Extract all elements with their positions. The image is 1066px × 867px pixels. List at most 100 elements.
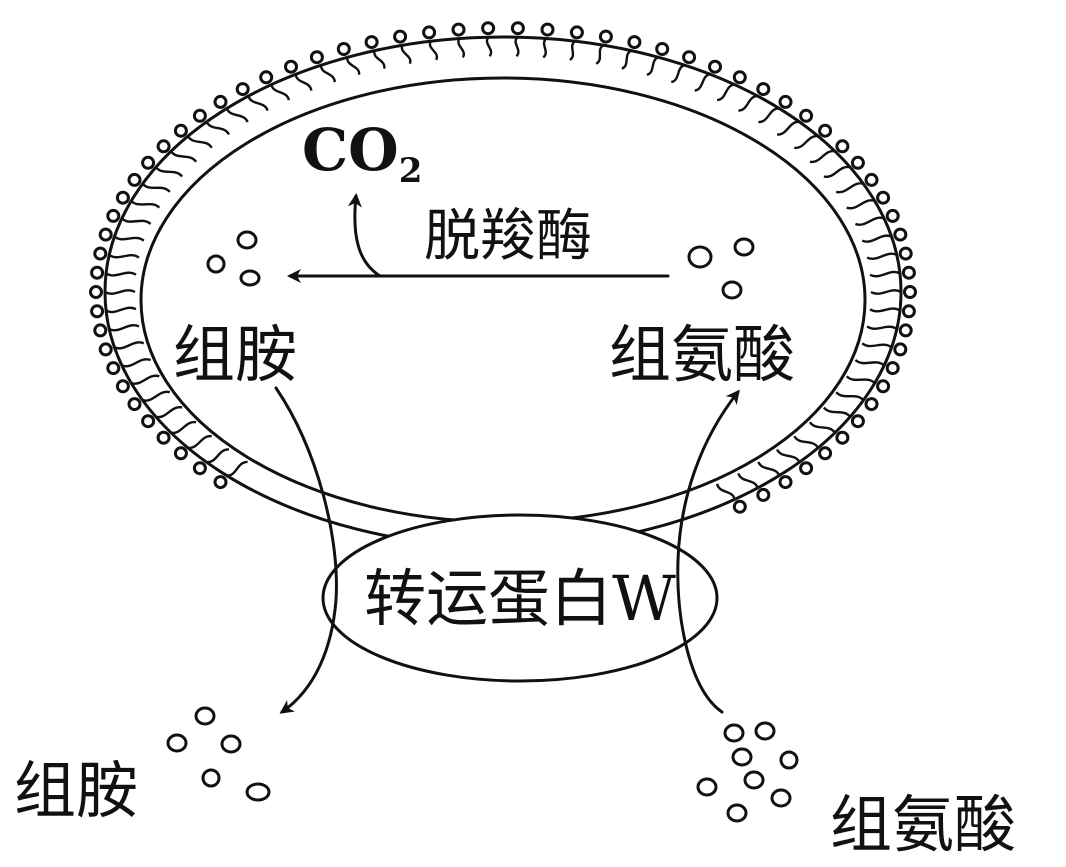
lipid-head xyxy=(93,323,108,338)
histidine-molecule xyxy=(731,747,753,767)
lipid-head xyxy=(89,285,103,299)
lipid-head xyxy=(569,25,584,40)
lipid-head xyxy=(259,70,274,85)
lipid-head xyxy=(364,35,379,50)
lipid-tail xyxy=(822,406,852,418)
lipid-tail xyxy=(716,83,735,102)
histidine-molecule xyxy=(770,788,792,808)
lipid-head xyxy=(90,265,105,280)
membrane-outer-line xyxy=(103,35,903,549)
lipid-tail xyxy=(869,307,901,313)
lipid-tail xyxy=(514,36,520,58)
lipid-tail xyxy=(835,182,864,194)
lipid-head xyxy=(98,227,113,242)
histamine-molecules-outside xyxy=(166,706,271,802)
lipid-tail xyxy=(595,44,605,65)
lipid-head xyxy=(93,246,108,261)
histamine-molecule xyxy=(206,254,226,274)
lipid-head xyxy=(893,342,908,357)
lipid-head xyxy=(336,42,351,56)
lipid-head xyxy=(192,461,207,476)
lipid-tail xyxy=(187,434,212,450)
lipid-head xyxy=(598,29,613,44)
transporter-w-ellipse xyxy=(321,513,719,683)
lipid-head xyxy=(885,208,900,223)
lipid-head xyxy=(682,50,697,65)
histamine-molecules-inside xyxy=(206,230,261,287)
lipid-tail xyxy=(870,289,902,295)
lipid-head xyxy=(818,446,833,461)
histidine-molecule xyxy=(733,237,755,257)
lipid-head xyxy=(708,59,722,74)
lipid-head xyxy=(213,94,228,109)
lipid-tail xyxy=(373,50,386,69)
lipid-tail xyxy=(846,199,876,210)
histamine-molecule xyxy=(236,230,258,250)
lipid-tail xyxy=(155,406,183,419)
lipid-tail xyxy=(715,483,736,500)
lipid-tail xyxy=(113,235,145,242)
histidine-molecules-inside xyxy=(687,237,755,300)
lipid-tail xyxy=(845,375,876,385)
lipid-tail xyxy=(757,461,781,477)
lipid-tail xyxy=(186,135,213,149)
lipid-tail xyxy=(121,358,152,368)
lipid-tail xyxy=(294,73,313,91)
lipid-tail xyxy=(485,36,493,57)
lipid-tail xyxy=(866,252,898,260)
lipid-head xyxy=(141,155,156,170)
lipid-head xyxy=(106,361,121,376)
lipid-head xyxy=(393,29,408,44)
lipid-tail xyxy=(114,341,145,350)
histamine-inside-label: 组胺 xyxy=(173,318,297,391)
histidine-molecule xyxy=(723,723,745,743)
lipid-head xyxy=(156,139,171,154)
lipid-head xyxy=(876,379,891,394)
histidine-inside-label: 组氨酸 xyxy=(609,318,795,391)
lipid-tail xyxy=(108,253,140,259)
lipid-head xyxy=(173,446,188,461)
lipid-head xyxy=(885,361,900,376)
lipid-tail xyxy=(646,56,660,76)
lipid-head xyxy=(127,397,142,412)
lipid-tail xyxy=(737,472,759,489)
lipid-head xyxy=(835,139,850,154)
lipid-head xyxy=(756,82,771,97)
histidine-molecule xyxy=(721,280,743,300)
lipid-tail xyxy=(105,306,137,314)
lipid-head xyxy=(901,304,916,319)
histamine-molecule xyxy=(220,734,242,754)
lipid-tail xyxy=(835,391,865,402)
lipid-head xyxy=(141,414,156,429)
lipid-head xyxy=(898,246,913,261)
cell-membrane xyxy=(89,21,917,549)
lipid-tail xyxy=(854,359,885,367)
lipid-tail xyxy=(205,121,230,136)
lipid-tail xyxy=(130,199,161,209)
lipid-head xyxy=(106,208,121,223)
lipid-tail xyxy=(319,65,336,83)
lipid-head xyxy=(309,50,324,65)
lipid-tail xyxy=(270,84,291,101)
lipid-head xyxy=(627,35,642,50)
histamine-molecule xyxy=(201,768,221,788)
lipid-tail xyxy=(154,166,184,178)
histidine-molecule xyxy=(687,245,713,269)
lipid-tail xyxy=(457,37,466,59)
lipid-head xyxy=(481,21,496,36)
lipid-tail xyxy=(400,44,412,65)
lipid-tail xyxy=(854,216,885,226)
lipid-tails xyxy=(104,36,902,500)
lipid-head xyxy=(115,379,130,394)
lipid-head xyxy=(898,323,913,338)
lipid-head xyxy=(422,25,437,40)
lipid-tail xyxy=(206,448,230,464)
lipid-head xyxy=(818,123,833,138)
lipid-head xyxy=(778,475,793,490)
co2-release-arrow xyxy=(347,193,382,278)
lipid-tail xyxy=(776,120,800,136)
lipid-head xyxy=(127,172,142,187)
lipid-tail xyxy=(130,374,160,385)
membrane-inner-line xyxy=(139,76,867,524)
